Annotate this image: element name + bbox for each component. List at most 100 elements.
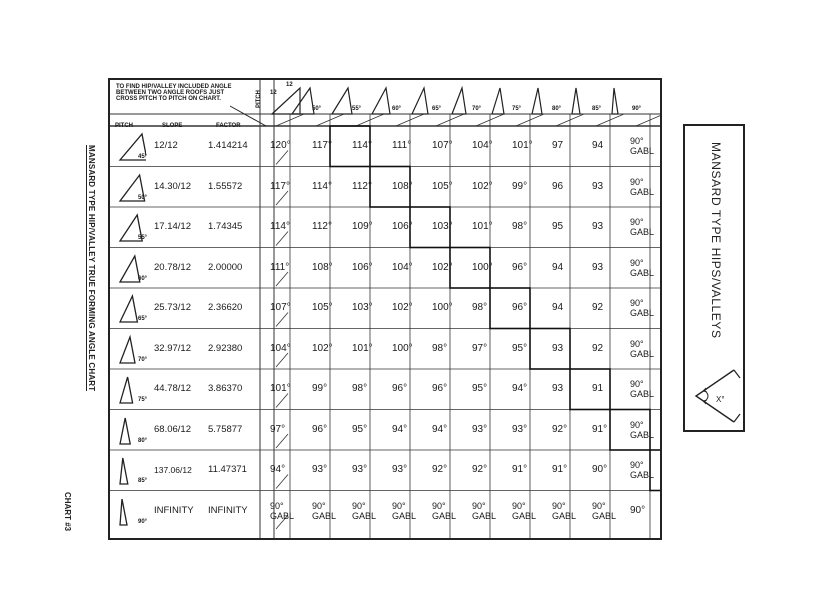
row-factor: 5.75877 xyxy=(208,423,243,435)
chart-value-cell: 97° xyxy=(472,342,488,354)
chart-value-cell: 90°GABL xyxy=(270,500,295,521)
chart-value-cell: 95° xyxy=(352,423,368,435)
right-title: MANSARD TYPE HIPS/VALLEYS xyxy=(709,142,723,339)
chart-value-cell: 93 xyxy=(592,180,604,192)
chart-value-cell: 96° xyxy=(512,302,528,314)
column-angle-label: 60° xyxy=(392,106,402,112)
column-pitch-icon xyxy=(491,87,505,115)
chart-value-cell: 96° xyxy=(512,261,528,273)
column-angle-label: 75° xyxy=(512,106,522,112)
chart-value-cell: 94 xyxy=(552,261,564,273)
chart-value-cell: 92° xyxy=(552,423,568,435)
chart-value-cell: 92 xyxy=(592,342,604,354)
chart-value-cell: 94° xyxy=(512,383,528,395)
chart-value-cell: 111° xyxy=(270,261,290,273)
chart-value-cell: 101° xyxy=(472,221,493,233)
column-pitch-icon xyxy=(611,87,619,115)
row-slope: 17.14/12 xyxy=(154,221,191,233)
chart-value-cell: 90°GABL xyxy=(312,500,337,521)
chart-value-cell: 112° xyxy=(352,180,372,192)
chart-value-cell: 114° xyxy=(352,140,372,152)
chart-value-cell: 96° xyxy=(312,423,328,435)
row-angle-label: 60° xyxy=(138,275,148,282)
chart-value-cell: 100° xyxy=(392,342,413,354)
chart-value-cell: 101° xyxy=(270,383,291,395)
row-pitch-icon xyxy=(118,213,143,242)
chart-value-cell: 102° xyxy=(392,302,413,314)
row-factor: 11.47371 xyxy=(208,464,247,476)
chart-value-cell: 117° xyxy=(312,140,332,152)
chart-value-cell: 90°GABL xyxy=(630,298,655,319)
column-pitch-icon xyxy=(330,86,353,115)
chart-value-cell: 100° xyxy=(432,302,453,314)
column-pitch-icon xyxy=(370,86,391,115)
chart-value-cell: 90°GABL xyxy=(552,500,577,521)
column-pitch-icon xyxy=(531,87,543,115)
row-slope: 25.73/12 xyxy=(154,302,191,314)
chart-value-cell: 93 xyxy=(552,342,564,354)
chart-value-cell: 92° xyxy=(472,464,488,476)
chart-value-cell: 92° xyxy=(432,464,448,476)
row-slope: 137.06/12 xyxy=(154,465,192,476)
chart-value-cell: 105° xyxy=(312,302,333,314)
chart-value-cell: 99° xyxy=(312,383,328,395)
instructions-text: TO FIND HIP/VALLEY INCLUDED ANGLE BETWEE… xyxy=(116,84,232,102)
chart-value-cell: 93 xyxy=(592,261,604,273)
header-run-twelve: 12 xyxy=(270,90,277,96)
row-slope: INFINITY xyxy=(154,504,194,516)
chart-value-cell: 93° xyxy=(312,464,328,476)
chart-value-cell: 93° xyxy=(352,464,368,476)
row-pitch-icon xyxy=(119,417,131,445)
row-pitch-icon xyxy=(118,293,139,323)
chart-value-cell: 96 xyxy=(552,180,564,192)
chart-value-cell: 98° xyxy=(432,342,448,354)
chart-value-cell: 109° xyxy=(352,221,373,233)
row-angle-label: 50° xyxy=(138,194,148,201)
chart-value-cell: 93° xyxy=(392,464,408,476)
row-angle-label: 70° xyxy=(138,356,148,363)
row-angle-label: 65° xyxy=(138,316,148,322)
diagram-angle-label: X° xyxy=(716,395,725,404)
column-angle-label: 50° xyxy=(312,106,322,112)
chart-value-cell: 91° xyxy=(552,464,568,476)
chart-value-cell: 93 xyxy=(552,383,564,395)
chart-value-cell: 101° xyxy=(352,342,373,354)
header-slope: SLOPE xyxy=(162,123,183,129)
row-factor: 2.00000 xyxy=(208,261,243,273)
column-angle-label: 90° xyxy=(632,106,642,112)
chart-value-cell: 90°GABL xyxy=(352,500,377,521)
reference-pitch-icon xyxy=(270,86,301,115)
chart-value-cell: 102° xyxy=(432,261,453,273)
chart-value-cell: 99° xyxy=(512,180,528,192)
chart-value-cell: 93° xyxy=(512,423,528,435)
chart-value-cell: 103° xyxy=(432,221,453,233)
chart-value-cell: 104° xyxy=(270,342,291,354)
column-angle-label: 55° xyxy=(352,106,362,112)
header-pitch: PITCH xyxy=(115,123,133,129)
chart-value-cell: 94° xyxy=(270,464,286,476)
chart-value-cell: 94° xyxy=(432,423,448,435)
chart-value-cell: 95° xyxy=(472,383,488,395)
row-angle-label: 85° xyxy=(138,478,148,484)
chart-value-cell: 90° xyxy=(630,504,646,516)
chart-grid: TO FIND HIP/VALLEY INCLUDED ANGLE BETWEE… xyxy=(108,78,662,540)
chart-value-cell: 93° xyxy=(472,423,488,435)
chart-value-cell: 91° xyxy=(512,464,528,476)
header-factor: FACTOR xyxy=(216,123,241,129)
chart-value-cell: 111° xyxy=(392,140,412,152)
column-pitch-icon xyxy=(451,85,467,115)
chart-value-cell: 106° xyxy=(392,221,413,233)
chart-value-cell: 105° xyxy=(432,180,453,192)
chart-value-cell: 94 xyxy=(552,302,564,314)
chart-value-cell: 90°GABL xyxy=(392,500,417,521)
chart-value-cell: 90°GABL xyxy=(630,176,655,197)
chart-value-cell: 98° xyxy=(472,302,488,314)
row-slope: 12/12 xyxy=(154,140,178,152)
chart-value-cell: 101° xyxy=(512,140,533,152)
row-pitch-icon xyxy=(118,253,141,283)
chart-value-cell: 104° xyxy=(472,140,493,152)
column-angle-label: 80° xyxy=(552,106,562,112)
chart-value-cell: 90°GABL xyxy=(630,379,655,400)
chart-value-cell: 114° xyxy=(270,221,290,233)
